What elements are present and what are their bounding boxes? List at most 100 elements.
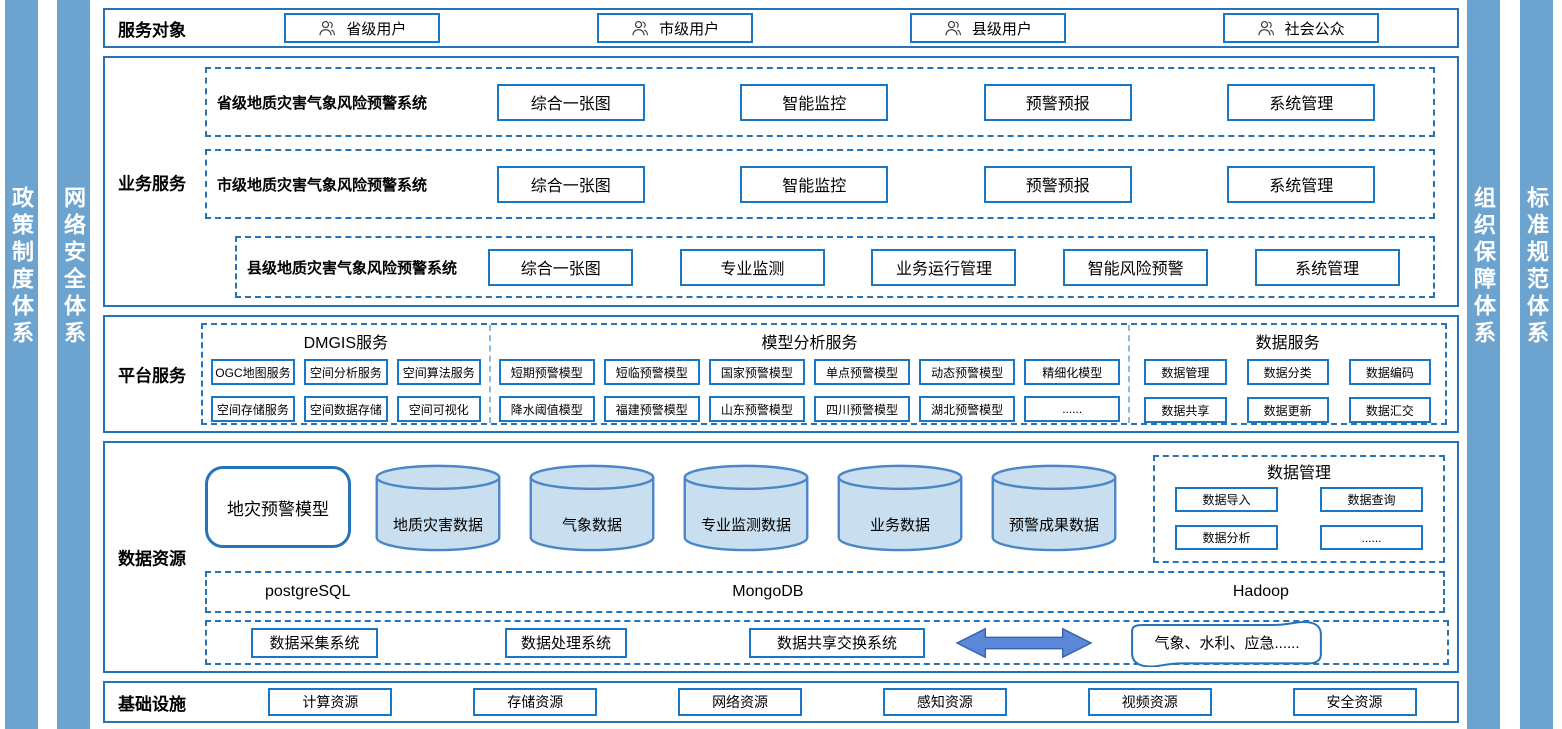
user-icon: [945, 20, 961, 35]
service-box: 精细化模型: [1024, 359, 1121, 385]
service-box: 数据管理: [1144, 359, 1227, 385]
service-target-county-users: 县级用户: [909, 13, 1066, 43]
external-partners-label: 气象、水利、应急......: [1154, 635, 1300, 652]
group-grid: 短期预警模型 短临预警模型 国家预警模型 单点预警模型 动态预警模型 精细化模型…: [498, 359, 1121, 422]
data-management-box: 数据导入: [1175, 487, 1278, 512]
system-provincial: 省级地质灾害气象风险预警系统 综合一张图 智能监控 预警预报 系统管理: [205, 67, 1435, 137]
pillar-standard-specification: 标准规范体系: [1520, 0, 1553, 729]
data-management-box: ......: [1320, 525, 1423, 550]
cylinder-label: 专业监测数据: [700, 516, 791, 534]
cylinder-label: 预警成果数据: [1008, 516, 1099, 534]
module-box: 业务运行管理: [871, 248, 1017, 286]
system-city: 市级地质灾害气象风险预警系统 综合一张图 智能监控 预警预报 系统管理: [205, 149, 1435, 219]
row-label-service-targets: 服务对象: [118, 20, 186, 40]
service-box: 单点预警模型: [813, 359, 911, 385]
module-list: 综合一张图 智能监控 预警预报 系统管理: [449, 165, 1423, 203]
row-label-business-services: 业务服务: [118, 174, 186, 193]
service-box: 数据更新: [1246, 397, 1329, 423]
diagram-main-column: 服务对象 省级用户 市级用户 县级用户 社会公众: [103, 8, 1459, 723]
service-box: 空间分析服务: [303, 359, 388, 385]
platform-groups: DMGIS服务 OGC地图服务 空间分析服务 空间算法服务 空间存储服务 空间数…: [201, 323, 1447, 425]
data-sharing-exchange-system-box: 数据共享交换系统: [749, 627, 925, 658]
database-cylinder-business: 业务数据: [833, 463, 967, 559]
double-arrow-icon: [955, 627, 1093, 658]
system-county: 县级地质灾害气象风险预警系统 综合一张图 专业监测 业务运行管理 智能风险预警 …: [235, 236, 1435, 298]
group-title: 数据服务: [1255, 335, 1320, 352]
external-partners-wave-box: 气象、水利、应急......: [1121, 620, 1333, 667]
data-shape-row: 地灾预警模型 地质灾害数据 气象数据 专业监测数据 业务数据: [205, 455, 1445, 567]
row-data-resources: 数据资源 地灾预警模型 地质灾害数据 气象数据 专业监测数据 业务数据: [103, 441, 1459, 673]
system-name: 市级地质灾害气象风险预警系统: [217, 176, 428, 194]
group-model-analysis-services: 模型分析服务 短期预警模型 短临预警模型 国家预警模型 单点预警模型 动态预警模…: [488, 325, 1129, 423]
data-management-panel: 数据管理 数据导入 数据查询 数据分析 ......: [1153, 455, 1445, 563]
group-data-services: 数据服务 数据管理 数据分类 数据编码 数据共享 数据更新 数据汇交: [1128, 325, 1445, 423]
module-box: 系统管理: [1254, 248, 1400, 286]
module-box: 综合一张图: [488, 248, 634, 286]
service-box: 短临预警模型: [603, 359, 700, 385]
cylinder-shape: [991, 464, 1117, 552]
service-box: 四川预警模型: [813, 396, 911, 422]
service-target-label: 省级用户: [346, 20, 407, 38]
row-business-services: 业务服务 省级地质灾害气象风险预警系统 综合一张图 智能监控 预警预报 系统管理…: [103, 56, 1459, 307]
infra-compute-box: 计算资源: [268, 688, 393, 716]
group-title: DMGIS服务: [303, 335, 389, 352]
cylinder-shape: [837, 464, 963, 552]
service-target-label: 社会公众: [1284, 20, 1345, 38]
service-box: 空间存储服务: [211, 396, 295, 422]
service-target-label: 县级用户: [971, 20, 1032, 38]
service-box: 山东预警模型: [708, 396, 805, 422]
row-service-targets: 服务对象 省级用户 市级用户 县级用户 社会公众: [103, 8, 1459, 48]
data-management-box: 数据查询: [1320, 487, 1423, 512]
service-box: 数据共享: [1144, 397, 1227, 423]
module-box: 综合一张图: [496, 83, 645, 121]
group-dmgis-services: DMGIS服务 OGC地图服务 空间分析服务 空间算法服务 空间存储服务 空间数…: [203, 325, 489, 423]
business-systems-stack: 省级地质灾害气象风险预警系统 综合一张图 智能监控 预警预报 系统管理 市级地质…: [205, 58, 1435, 298]
service-box: 降水阈值模型: [498, 396, 595, 422]
module-box: 系统管理: [1227, 165, 1376, 203]
service-target-public: 社会公众: [1222, 13, 1379, 43]
data-management-box: 数据分析: [1175, 525, 1278, 550]
service-box: 空间数据存储: [303, 396, 388, 422]
row-label-platform-services: 平台服务: [118, 366, 186, 386]
database-cylinder-warning-results: 预警成果数据: [987, 463, 1121, 559]
service-box: 数据分类: [1246, 359, 1329, 385]
system-name: 县级地质灾害气象风险预警系统: [247, 259, 458, 277]
module-list: 综合一张图 专业监测 业务运行管理 智能风险预警 系统管理: [465, 248, 1423, 286]
database-cylinder-weather: 气象数据: [525, 463, 659, 559]
service-box: 湖北预警模型: [919, 396, 1016, 422]
cylinder-label: 气象数据: [561, 516, 622, 534]
pillar-label: 网络安全体系: [61, 186, 86, 348]
module-box: 系统管理: [1227, 83, 1376, 121]
service-box: 福建预警模型: [603, 396, 700, 422]
module-box: 预警预报: [983, 165, 1132, 203]
service-box: ......: [1024, 396, 1121, 422]
system-name: 省级地质灾害气象风险预警系统: [217, 94, 428, 112]
user-icon: [632, 20, 649, 35]
module-list: 综合一张图 智能监控 预警预报 系统管理: [449, 83, 1423, 121]
module-box: 智能监控: [740, 165, 889, 203]
pillar-policy-system: 政策制度体系: [5, 0, 38, 729]
infra-video-box: 视频资源: [1087, 688, 1212, 716]
wave-shape: [1131, 620, 1322, 667]
service-box: 国家预警模型: [708, 359, 805, 385]
service-box: OGC地图服务: [211, 359, 295, 385]
user-icon: [1257, 20, 1274, 35]
service-box: 短期预警模型: [498, 359, 595, 385]
database-engine-postgresql: postgreSQL: [265, 583, 351, 600]
cylinder-label: 地质灾害数据: [392, 516, 483, 534]
pillar-label: 政策制度体系: [9, 186, 34, 348]
service-box: 动态预警模型: [919, 359, 1016, 385]
pillar-organization-guarantee: 组织保障体系: [1467, 0, 1500, 729]
module-box: 智能风险预警: [1063, 248, 1209, 286]
row-platform-services: 平台服务 DMGIS服务 OGC地图服务 空间分析服务 空间算法服务 空间存储服…: [103, 315, 1459, 433]
pillar-label: 组织保障体系: [1471, 186, 1496, 348]
module-box: 专业监测: [679, 248, 825, 286]
infra-storage-box: 存储资源: [473, 688, 598, 716]
row-label-data-resources: 数据资源: [118, 549, 186, 569]
database-engines-bar: postgreSQL MongoDB Hadoop: [205, 571, 1445, 613]
group-grid: 数据管理 数据分类 数据编码 数据共享 数据更新 数据汇交: [1138, 359, 1437, 423]
database-cylinder-monitoring: 专业监测数据: [679, 463, 813, 559]
data-management-grid: 数据导入 数据查询 数据分析 ......: [1167, 487, 1431, 553]
infrastructure-list: 计算资源 存储资源 网络资源 感知资源 视频资源 安全资源: [228, 688, 1457, 716]
